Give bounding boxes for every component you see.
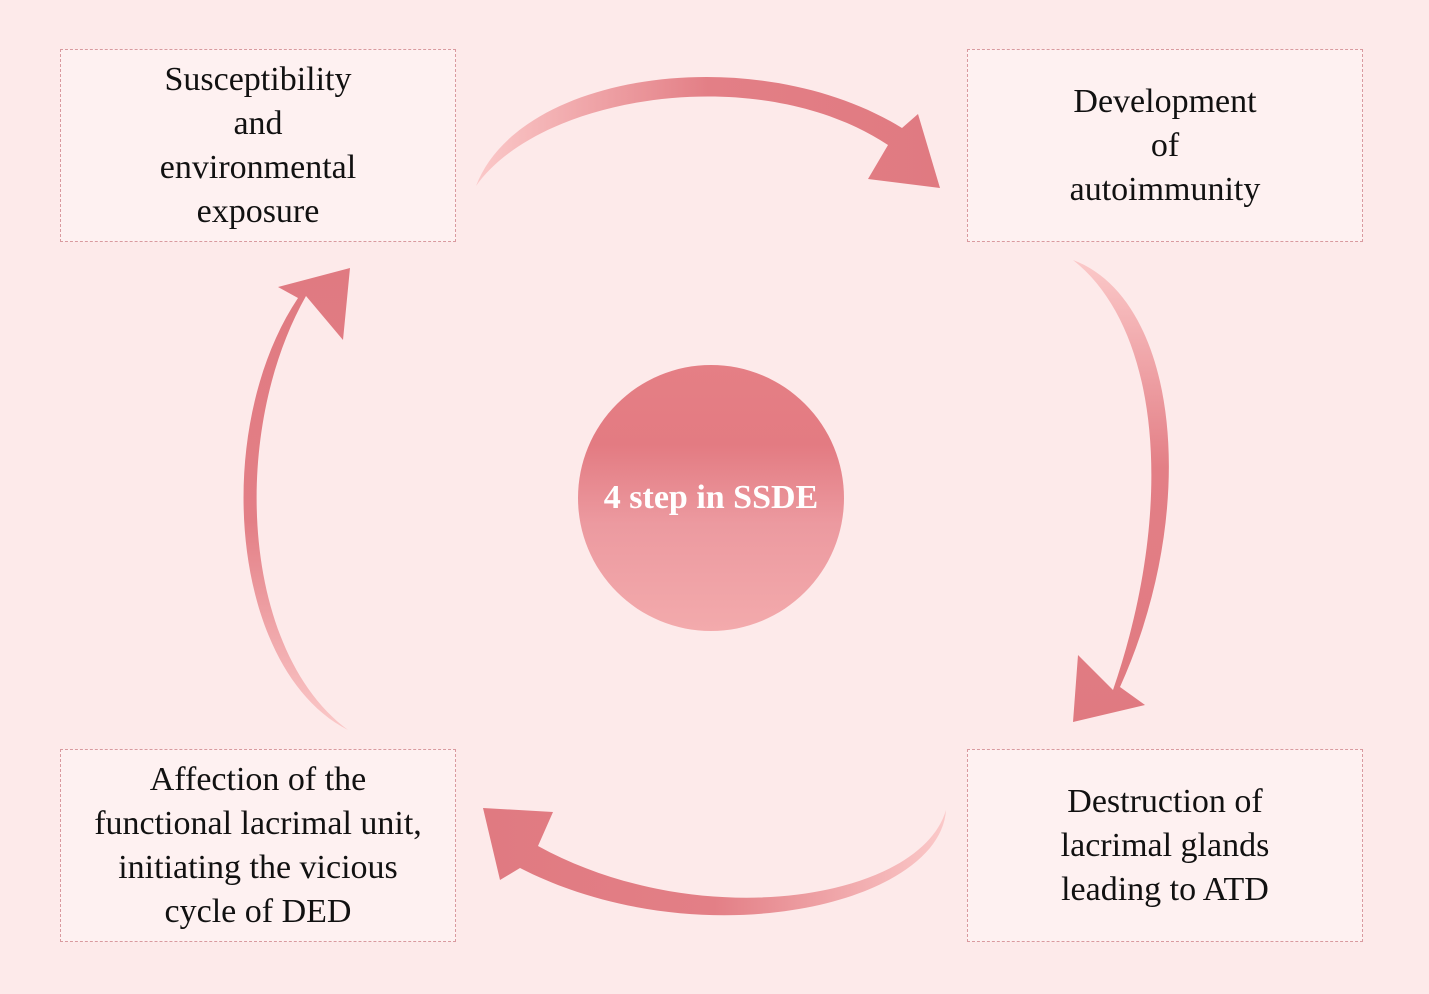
step-box-susceptibility: Susceptibility and environmental exposur… [60, 49, 456, 242]
step-text: Development of autoimmunity [1069, 82, 1261, 208]
center-circle: 4 step in SSDE [578, 365, 844, 631]
center-label: 4 step in SSDE [603, 479, 819, 516]
arrow-step2-to-step3 [1073, 260, 1169, 722]
step-box-affection: Affection of the functional lacrimal uni… [60, 749, 456, 942]
step-text: Destruction of lacrimal glands leading t… [1060, 782, 1270, 908]
arrow-step1-to-step2 [476, 76, 940, 188]
step-box-autoimmunity: Development of autoimmunity [967, 49, 1363, 242]
step-text: Susceptibility and environmental exposur… [159, 60, 357, 230]
step-text: Affection of the functional lacrimal uni… [94, 760, 422, 930]
arrow-step4-to-step1 [243, 268, 350, 730]
arrow-step3-to-step4 [483, 808, 946, 916]
step-box-destruction: Destruction of lacrimal glands leading t… [967, 749, 1363, 942]
